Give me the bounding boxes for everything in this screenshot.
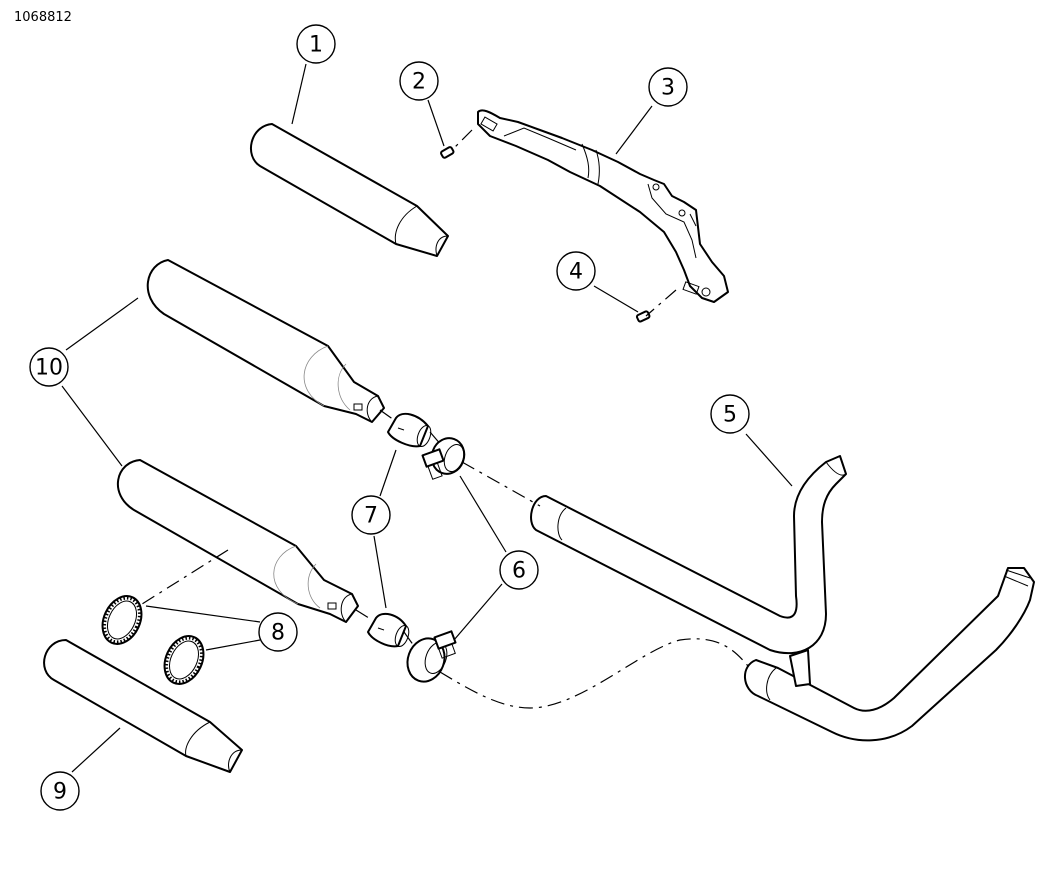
svg-text:5: 5 (723, 403, 737, 428)
part-6-clamp-lower (406, 630, 457, 683)
svg-text:4: 4 (569, 260, 583, 285)
callout-2: 2 (399, 61, 439, 101)
svg-text:1: 1 (309, 33, 323, 58)
part-6-clamp-upper (421, 437, 466, 480)
part-5-header-pipe-rear (744, 567, 1035, 742)
reference-number: 1068812 (14, 10, 72, 25)
callout-3: 3 (648, 67, 688, 107)
part-2-screw-upper (440, 146, 455, 159)
svg-text:3: 3 (661, 76, 675, 101)
part-5-header-pipe-front (530, 455, 847, 655)
svg-text:6: 6 (512, 559, 526, 584)
part-7-coupler-lower (367, 612, 410, 648)
assembly-lines (141, 129, 749, 709)
part-8-clamp-ring-left (101, 595, 143, 645)
part-7-coupler-upper (387, 412, 432, 448)
callout-7: 7 (351, 495, 391, 535)
leader-lines (61, 63, 793, 773)
callout-6: 6 (499, 550, 539, 590)
part-10-muffler-upper (146, 259, 385, 423)
callout-9: 9 (40, 771, 80, 811)
svg-text:7: 7 (364, 504, 378, 529)
part-8-clamp-ring-right (163, 635, 205, 685)
callout-5: 5 (710, 394, 750, 434)
part-4-screw-lower (635, 310, 651, 323)
callout-10: 10 (29, 347, 69, 387)
svg-text:9: 9 (53, 780, 67, 805)
svg-text:8: 8 (271, 621, 285, 646)
part-10-muffler-lower (116, 459, 359, 623)
part-9-muffler-cap-lower (43, 639, 243, 773)
svg-text:2: 2 (412, 70, 426, 95)
callout-8: 8 (258, 612, 298, 652)
part-1-muffler-cap-upper (250, 123, 449, 257)
svg-text:10: 10 (35, 356, 63, 381)
callout-1: 1 (296, 24, 336, 64)
part-3-bracket (477, 109, 729, 303)
callout-4: 4 (556, 251, 596, 291)
